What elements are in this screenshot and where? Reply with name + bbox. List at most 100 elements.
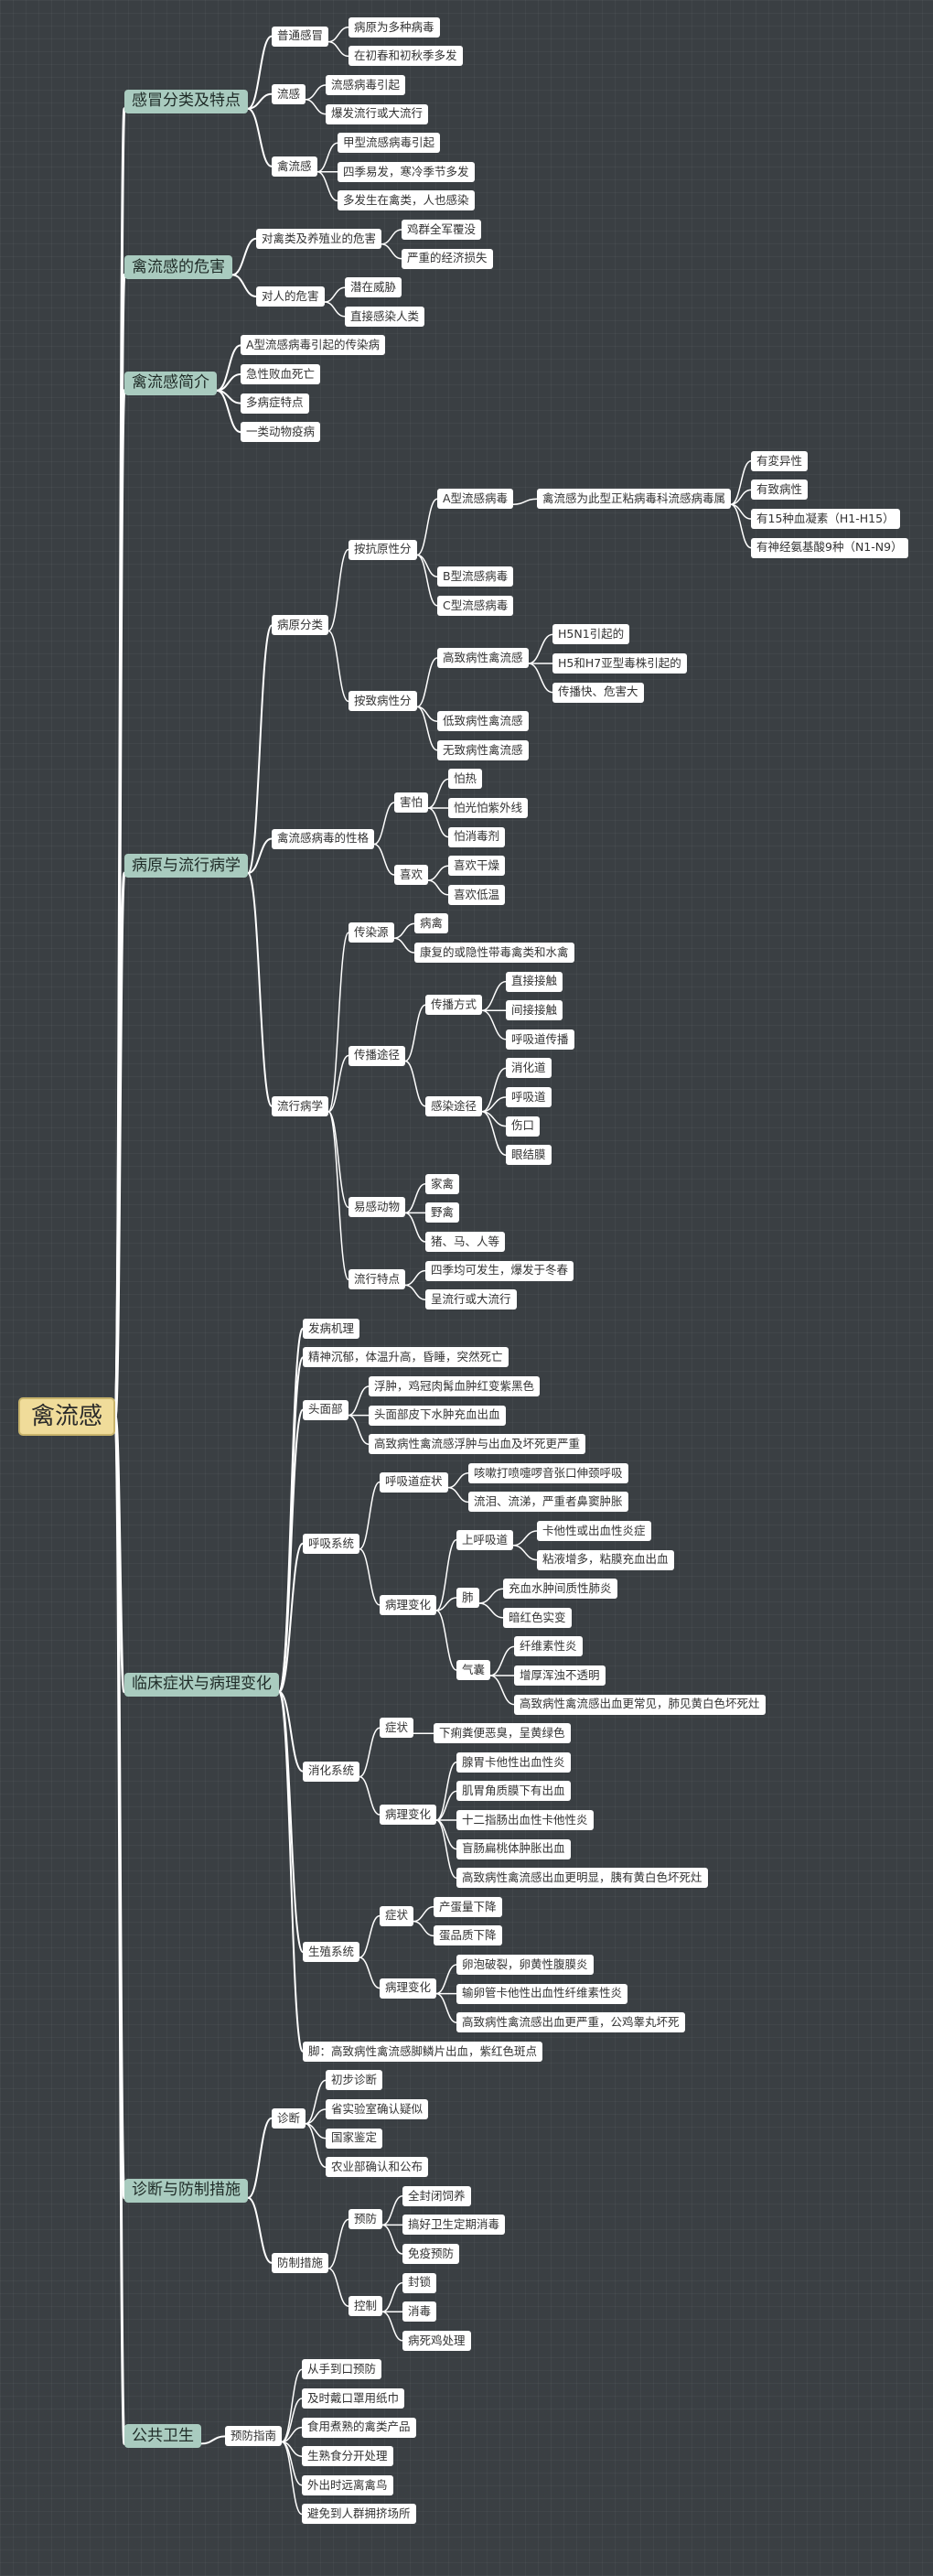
subtopic-node[interactable]: 直接接触 [506, 971, 563, 992]
subtopic-node[interactable]: 猪、马、人等 [425, 1232, 506, 1252]
subtopic-node[interactable]: 一类动物疫病 [241, 422, 321, 443]
subtopic-node[interactable]: 充血水肿间质性肺炎 [503, 1579, 617, 1600]
subtopic-node[interactable]: 生熟食分开处理 [302, 2446, 393, 2467]
subtopic-node[interactable]: 外出时远离禽鸟 [302, 2474, 393, 2495]
subtopic-node[interactable]: 感染途径 [425, 1095, 483, 1116]
subtopic-node[interactable]: 高致病性禽流感出血更明显，胰有黄白色坏死灶 [456, 1868, 708, 1889]
subtopic-node[interactable]: 怕光怕紫外线 [448, 798, 529, 818]
subtopic-node[interactable]: 下痢粪便恶臭，呈黄绿色 [434, 1723, 571, 1744]
subtopic-node[interactable]: 流行特点 [349, 1269, 406, 1290]
subtopic-node[interactable]: 粘液增多，粘膜充血出血 [537, 1549, 674, 1570]
subtopic-node[interactable]: 免疫预防 [402, 2244, 460, 2264]
subtopic-node[interactable]: 全封闭饲养 [402, 2185, 471, 2206]
subtopic-node[interactable]: 气囊 [456, 1660, 491, 1680]
subtopic-node[interactable]: 控制 [349, 2296, 383, 2317]
main-branch-topic[interactable]: 诊断与防制措施 [124, 2178, 248, 2203]
subtopic-node[interactable]: 高致病性禽流感 [437, 648, 529, 668]
subtopic-node[interactable]: 头面部 [303, 1399, 349, 1420]
main-branch-topic[interactable]: 公共卫生 [124, 2424, 201, 2449]
subtopic-node[interactable]: 咳嗽打喷嚏啰音张口伸颈呼吸 [468, 1462, 628, 1483]
subtopic-node[interactable]: 呼吸道传播 [506, 1029, 574, 1050]
subtopic-node[interactable]: 禽流感 [272, 156, 317, 177]
subtopic-node[interactable]: 避免到人群拥挤场所 [302, 2504, 416, 2525]
subtopic-node[interactable]: 卵泡破裂，卵黄性腹膜炎 [456, 1955, 594, 1975]
subtopic-node[interactable]: 康复的或隐性带毒禽类和水禽 [414, 943, 574, 963]
subtopic-node[interactable]: 害怕 [394, 792, 429, 813]
subtopic-node[interactable]: 消化系统 [303, 1761, 360, 1782]
subtopic-node[interactable]: 对人的危害 [256, 286, 325, 307]
subtopic-node[interactable]: 食用煮熟的禽类产品 [302, 2417, 416, 2438]
subtopic-node[interactable]: H5和H7亚型毒株引起的 [552, 653, 687, 674]
subtopic-node[interactable]: 发病机理 [303, 1318, 360, 1339]
subtopic-node[interactable]: 病死鸡处理 [402, 2330, 471, 2351]
subtopic-node[interactable]: 流感 [272, 83, 306, 104]
subtopic-node[interactable]: 鸡群全军覆没 [402, 220, 482, 240]
subtopic-node[interactable]: 输卵管卡他性出血性纤维素性炎 [456, 1983, 628, 2004]
subtopic-node[interactable]: 四季均可发生，爆发于冬春 [425, 1260, 574, 1281]
subtopic-node[interactable]: 严重的经济损失 [402, 248, 493, 269]
subtopic-node[interactable]: 呼吸道症状 [380, 1471, 448, 1493]
subtopic-node[interactable]: 初步诊断 [326, 2070, 383, 2091]
subtopic-node[interactable]: 增厚浑浊不透明 [514, 1665, 606, 1686]
subtopic-node[interactable]: 病禽 [414, 913, 449, 934]
subtopic-node[interactable]: 脚：高致病性禽流感脚鳞片出血，紫红色斑点 [303, 2041, 543, 2062]
subtopic-node[interactable]: 多发生在禽类，人也感染 [338, 190, 475, 211]
subtopic-node[interactable]: 低致病性禽流感 [437, 711, 529, 732]
subtopic-node[interactable]: 肌胃角质膜下有出血 [456, 1781, 571, 1802]
subtopic-node[interactable]: 禽流感为此型正粘病毒科流感病毒属 [537, 489, 732, 510]
main-branch-topic[interactable]: 禽流感的危害 [124, 255, 232, 280]
subtopic-node[interactable]: 消毒 [402, 2301, 437, 2323]
subtopic-node[interactable]: 按抗原性分 [349, 539, 417, 560]
main-branch-topic[interactable]: 临床症状与病理变化 [124, 1672, 279, 1697]
subtopic-node[interactable]: 有変异性 [751, 450, 809, 471]
subtopic-node[interactable]: 禽流感病毒的性格 [272, 828, 375, 849]
subtopic-node[interactable]: 有致病性 [751, 480, 809, 501]
subtopic-node[interactable]: 搞好卫生定期消毒 [402, 2215, 506, 2236]
subtopic-node[interactable]: 精神沉郁，体温升高，昏睡，突然死亡 [303, 1347, 509, 1368]
subtopic-node[interactable]: C型流感病毒 [437, 595, 514, 616]
subtopic-node[interactable]: 从手到口预防 [302, 2359, 382, 2380]
main-branch-topic[interactable]: 禽流感简介 [124, 371, 217, 395]
subtopic-node[interactable]: H5N1引起的 [552, 624, 630, 645]
subtopic-node[interactable]: 怕消毒剂 [448, 826, 506, 847]
subtopic-node[interactable]: 喜欢低温 [448, 884, 506, 905]
subtopic-node[interactable]: 对禽类及养殖业的危害 [256, 228, 382, 249]
subtopic-node[interactable]: 十二指肠出血性卡他性炎 [456, 1810, 594, 1830]
subtopic-node[interactable]: 在初春和初秋季多发 [349, 46, 463, 67]
subtopic-node[interactable]: 消化道 [506, 1058, 552, 1079]
subtopic-node[interactable]: 多病症特点 [241, 393, 309, 414]
subtopic-node[interactable]: 急性败血死亡 [241, 364, 321, 384]
subtopic-node[interactable]: 症状 [380, 1905, 414, 1926]
subtopic-node[interactable]: 产蛋量下降 [434, 1896, 502, 1917]
subtopic-node[interactable]: 无致病性禽流感 [437, 739, 529, 760]
subtopic-node[interactable]: 病原为多种病毒 [349, 16, 440, 38]
subtopic-node[interactable]: 传播方式 [425, 995, 483, 1016]
subtopic-node[interactable]: 传播快、危害大 [552, 682, 644, 703]
subtopic-node[interactable]: 传染源 [349, 922, 394, 943]
subtopic-node[interactable]: A型流感病毒引起的传染病 [241, 335, 386, 356]
subtopic-node[interactable]: 按致病性分 [349, 691, 417, 712]
subtopic-node[interactable]: 喜欢干燥 [448, 856, 506, 877]
subtopic-node[interactable]: 蛋品质下降 [434, 1925, 502, 1946]
subtopic-node[interactable]: 高致病性禽流感出血更常见，肺见黄白色坏死灶 [514, 1694, 766, 1715]
subtopic-node[interactable]: 高致病性禽流感出血更严重，公鸡睾丸坏死 [456, 2012, 685, 2033]
subtopic-node[interactable]: 预防指南 [225, 2426, 283, 2447]
subtopic-node[interactable]: 家禽 [425, 1173, 460, 1194]
subtopic-node[interactable]: 间接接触 [506, 1000, 563, 1021]
subtopic-node[interactable]: 诊断 [272, 2107, 306, 2129]
main-branch-topic[interactable]: 病原与流行病学 [124, 854, 248, 878]
subtopic-node[interactable]: 流泪、流涕，严重者鼻窦肿胀 [468, 1492, 628, 1513]
subtopic-node[interactable]: 症状 [380, 1718, 414, 1739]
subtopic-node[interactable]: 盲肠扁桃体肿胀出血 [456, 1838, 571, 1859]
subtopic-node[interactable]: A型流感病毒 [437, 489, 514, 510]
subtopic-node[interactable]: 四季易发，寒冷季节多发 [338, 161, 475, 182]
subtopic-node[interactable]: 预防 [349, 2209, 383, 2230]
subtopic-node[interactable]: 卡他性或出血性炎症 [537, 1521, 651, 1541]
subtopic-node[interactable]: 病理变化 [380, 1805, 437, 1825]
subtopic-node[interactable]: 流行病学 [272, 1095, 329, 1116]
subtopic-node[interactable]: 呼吸系统 [303, 1533, 360, 1554]
subtopic-node[interactable]: 潜在威胁 [345, 277, 402, 298]
subtopic-node[interactable]: 喜欢 [394, 865, 429, 885]
subtopic-node[interactable]: 防制措施 [272, 2252, 329, 2273]
subtopic-node[interactable]: 农业部确认和公布 [326, 2157, 429, 2178]
